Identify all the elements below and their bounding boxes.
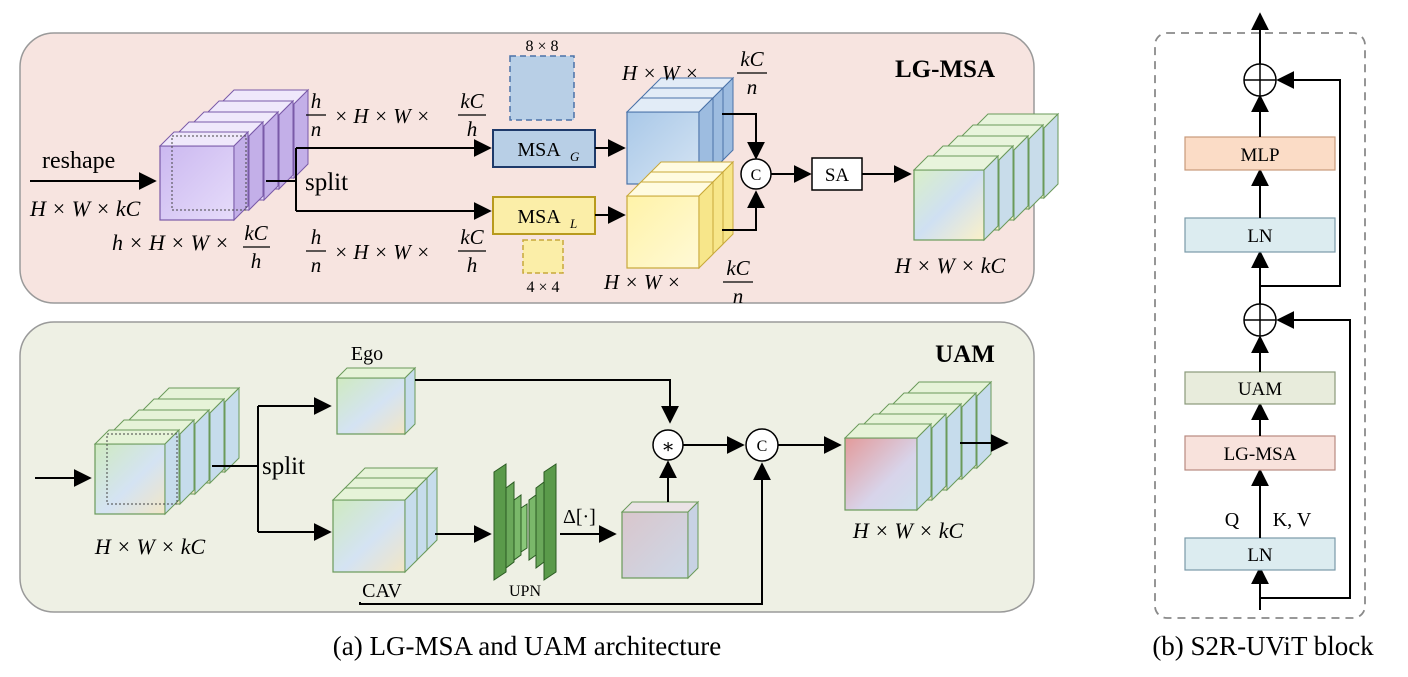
uam-title: UAM [935, 341, 995, 368]
ego-cube [335, 366, 417, 436]
top-frac2-den: h [467, 117, 478, 141]
mlp-label: MLP [1240, 145, 1279, 166]
uam-panel: UAM H × W × kC split Ego [19, 321, 1035, 613]
out-top-den: n [747, 75, 758, 99]
stack-dim-left: h × H × W × [112, 230, 229, 255]
lgmsa-split-label: split [305, 169, 348, 196]
kv-label: K, V [1273, 509, 1312, 531]
win-l-label: 4 × 4 [526, 279, 559, 296]
uam-block-label: UAM [1238, 379, 1282, 400]
global-window [509, 55, 575, 121]
uam-output-dim: H × W × kC [852, 518, 964, 543]
lgmsa-title: LG-MSA [895, 56, 995, 83]
caption-b: (b) S2R-UViT block [1152, 631, 1374, 661]
yellow-feature-stack [625, 160, 735, 270]
msa-l-label: MSA [517, 206, 561, 228]
multiply-label: ∗ [661, 436, 675, 458]
bottom-frac2-num: kC [460, 225, 484, 249]
ego-label: Ego [351, 343, 383, 365]
purple-feature-stack [158, 88, 310, 222]
top-frac-den: n [311, 117, 322, 141]
lgmsa-input-dim: H × W × kC [29, 196, 141, 221]
stack-dim-num: kC [244, 221, 268, 245]
concat-label-uam: C [757, 438, 768, 455]
uam-box [1184, 371, 1336, 405]
sa-box [811, 157, 863, 191]
ln-bottom-box [1184, 537, 1336, 571]
lgmsa-panel: LG-MSA reshape H × W × kC h × H × W × kC… [19, 32, 1060, 308]
sa-label: SA [825, 165, 850, 186]
bottom-frac2-den: h [467, 253, 478, 277]
upn-network [493, 463, 557, 581]
cav-stack [331, 466, 439, 574]
uam-split-label: split [262, 453, 305, 480]
q-label: Q [1225, 509, 1240, 531]
ln-top-box [1184, 217, 1336, 253]
msa-g-label: MSA [517, 139, 561, 161]
concat-label-lgmsa: C [751, 167, 762, 184]
lgmsa-output-stack [912, 112, 1060, 242]
local-window [522, 239, 564, 274]
delta-label: Δ[·] [563, 506, 596, 528]
uam-output-stack [843, 380, 993, 512]
win-g-label: 8 × 8 [525, 38, 558, 55]
msa-g-sub: G [570, 149, 580, 164]
stack-dim-den: h [251, 249, 262, 273]
uam-input-stack [93, 386, 241, 516]
out-bottom-num: kC [726, 256, 750, 280]
upn-label: UPN [509, 583, 541, 600]
reshape-label: reshape [42, 148, 115, 174]
top-frac2-num: kC [460, 89, 484, 113]
cav-label: CAV [362, 580, 402, 602]
out-bottom-left: H × W × [603, 270, 681, 294]
out-bottom-den: n [733, 284, 744, 308]
bottom-frac-den: n [311, 253, 322, 277]
uam-input-dim: H × W × kC [94, 534, 206, 559]
lgmsa-output-dim: H × W × kC [894, 253, 1006, 278]
residual-path-2 [1260, 71, 1341, 287]
top-frac-num: h [311, 89, 322, 113]
lgmsa-block-label: LG-MSA [1224, 444, 1297, 465]
caption-a: (a) LG-MSA and UAM architecture [333, 631, 721, 661]
uncertainty-cube [620, 500, 700, 580]
msa-l-sub: L [569, 216, 577, 231]
top-frac-mid: × H × W × [334, 104, 430, 128]
residual-path-1 [1260, 311, 1351, 599]
bottom-frac-mid: × H × W × [334, 240, 430, 264]
bottom-frac-num: h [311, 225, 322, 249]
out-top-num: kC [740, 47, 764, 71]
out-top-left: H × W × [621, 61, 699, 85]
s2r-uvit-block: LN Q K, V LG-MSA UAM LN MLP [1154, 12, 1366, 619]
mlp-box [1184, 136, 1336, 171]
ln-top-label: LN [1247, 226, 1273, 247]
uam-panel-bg [19, 321, 1035, 613]
ln-bottom-label: LN [1247, 545, 1273, 566]
msa-l-box [492, 196, 596, 235]
